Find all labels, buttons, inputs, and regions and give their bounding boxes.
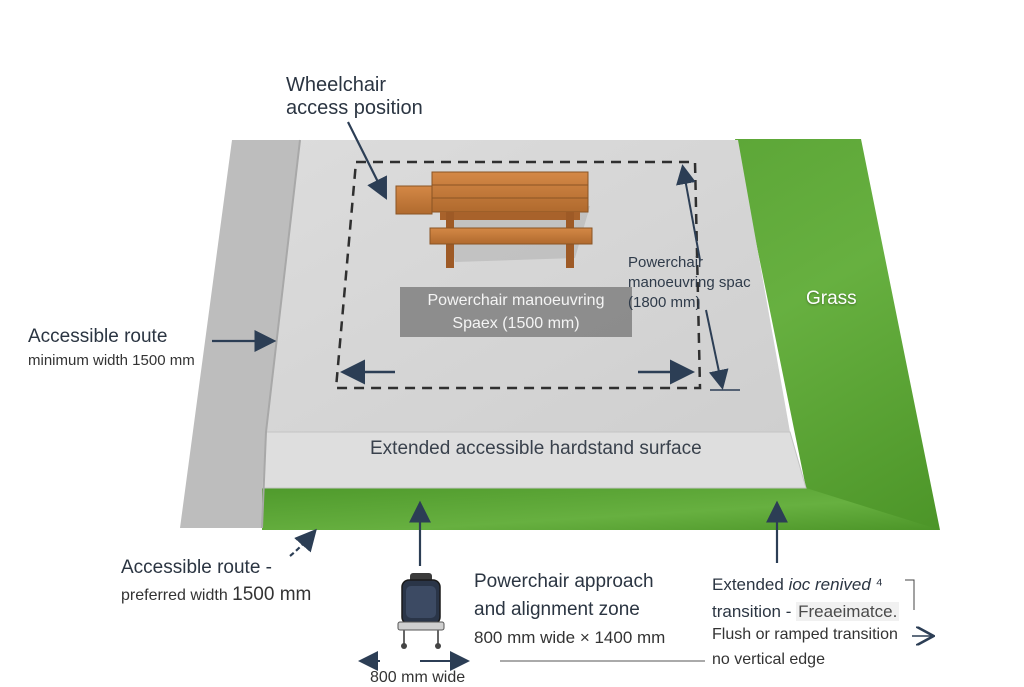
accessible-route-preferred-label: Accessible route - <box>121 557 273 578</box>
preferred-width-text: preferred width <box>121 587 233 604</box>
dim-arrow-vertical-up <box>676 164 701 261</box>
accessible-route-min-width: minimum width 1500 mm <box>28 352 195 369</box>
transition-garbled-text: Freaeimatce. <box>796 602 900 621</box>
grass-label: Grass <box>806 288 857 309</box>
picnic-table-icon <box>395 171 593 268</box>
manoeuvring-zone-outline <box>334 160 702 390</box>
extended-transition-label: Extended ioc renived ⁴ transition - Frea… <box>712 571 900 625</box>
powerchair-space-right-label: Powerchair manoeuvring spac (1800 mm) <box>628 254 751 311</box>
extended-text: Extended <box>712 575 789 594</box>
hardstand-label: Extended accessible hardstand surface <box>370 438 702 459</box>
grass-area <box>262 139 940 530</box>
accessible-route-preferred-width: preferred width 1500 mm <box>121 584 311 606</box>
approach-zone-size: 800 mm wide × 1400 mm <box>474 628 666 647</box>
wheelchair-icon <box>397 573 445 649</box>
wheelchair-access-label: Wheelchair access position <box>286 74 423 119</box>
accessible-route-label: Accessible route <box>28 326 168 347</box>
route-strip <box>180 140 300 528</box>
extended-superscript: ⁴ <box>870 575 883 594</box>
powerchair-space-box: Powerchair manoeuvring Spaeх (1500 mm) <box>400 287 632 337</box>
route-strip-edge <box>261 139 301 529</box>
arrow-wheelchair-access <box>347 121 387 200</box>
approach-zone-title: Powerchair approach and alignment zone <box>474 571 654 620</box>
extended-italic-text: ioc renived <box>788 575 871 594</box>
transition-text: transition - <box>712 602 797 621</box>
dim-arrow-vertical-down <box>705 309 729 390</box>
preferred-width-value: 1500 mm <box>232 584 312 605</box>
width-800-label: 800 mm wide <box>370 669 466 686</box>
flush-transition-label: Flush or ramped transition <box>712 626 898 643</box>
arrow-accessible-route-2 <box>289 528 317 557</box>
hardstand-strip <box>261 431 807 489</box>
bracket-extended <box>905 579 915 610</box>
no-vertical-edge-label: no vertical edge <box>712 651 825 668</box>
